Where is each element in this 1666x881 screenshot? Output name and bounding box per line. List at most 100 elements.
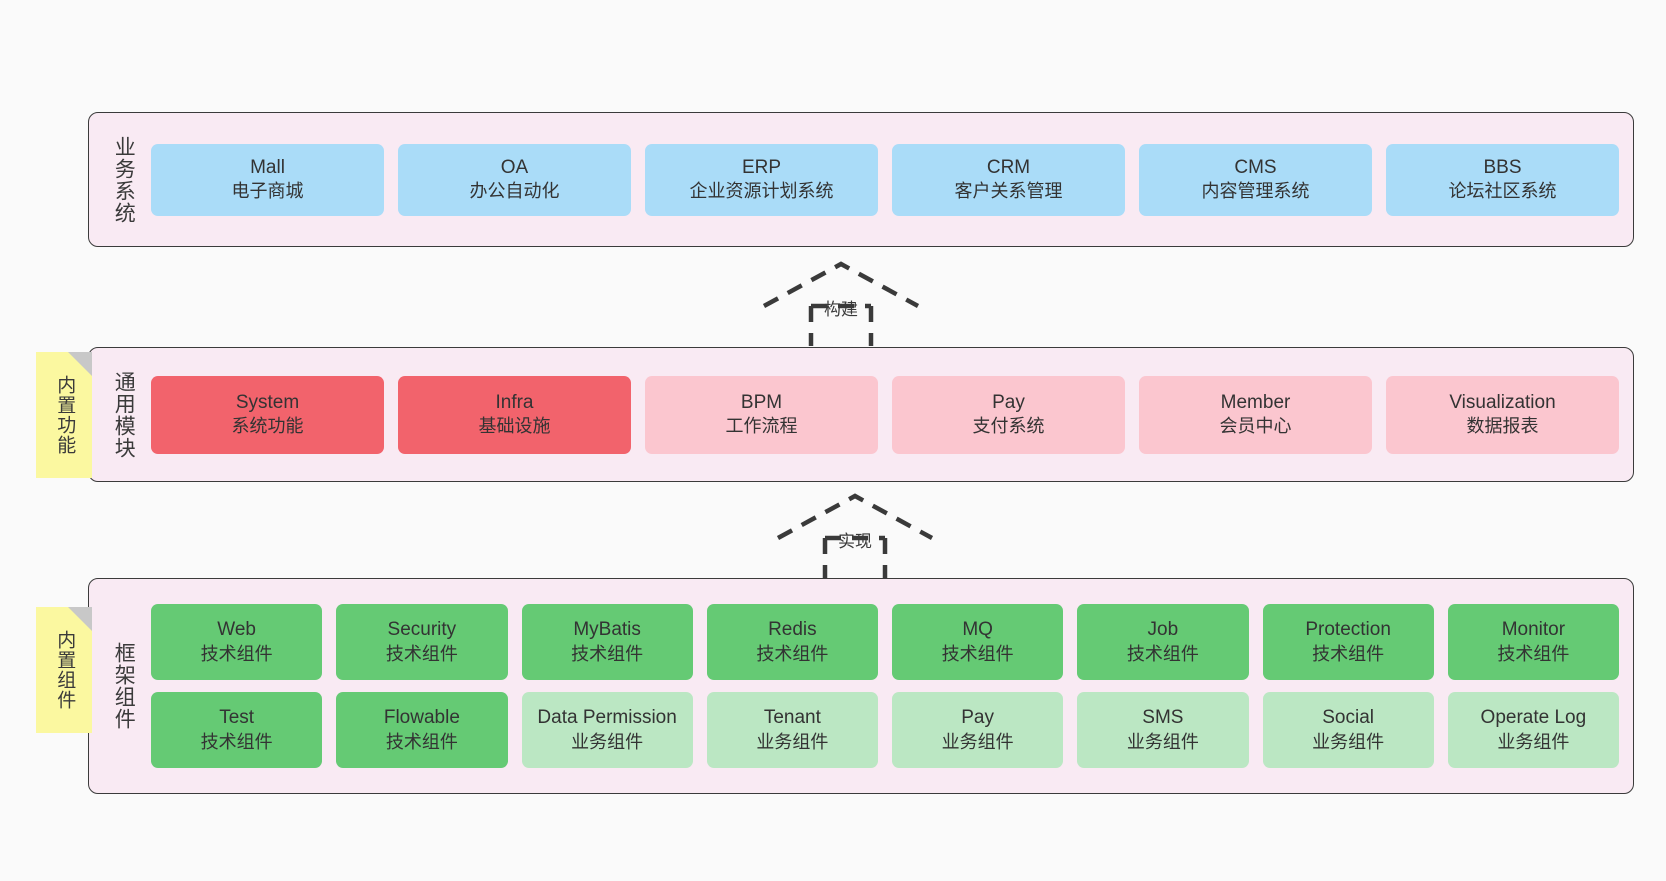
card-data-permission[interactable]: Data Permission 业务组件 — [521, 692, 693, 768]
card-monitor[interactable]: Monitor 技术组件 — [1447, 604, 1619, 680]
card-subtitle: 会员中心 — [1219, 416, 1292, 437]
card-row: Test 技术组件 Flowable 技术组件 Data Permission … — [151, 692, 1619, 768]
card-mall[interactable]: Mall 电子商城 — [151, 143, 384, 216]
card-visualization[interactable]: Visualization 数据报表 — [1386, 375, 1619, 454]
card-subtitle: 论坛社区系统 — [1448, 181, 1557, 202]
card-title: Member — [1220, 391, 1291, 413]
card-subtitle: 数据报表 — [1466, 416, 1539, 437]
card-title: Test — [219, 707, 255, 729]
card-sms[interactable]: SMS 业务组件 — [1077, 692, 1249, 768]
card-member[interactable]: Member 会员中心 — [1139, 375, 1372, 454]
layer-business-systems: 业务系统 Mall 电子商城 OA 办公自动化 ERP 企业资源计划系统 CRM… — [88, 112, 1634, 247]
folded-corner-icon — [68, 352, 92, 376]
card-title: BPM — [740, 391, 783, 413]
layer-common-modules: 通用模块 System 系统功能 Infra 基础设施 BPM 工作流程 Pay… — [88, 347, 1634, 482]
card-pay[interactable]: Pay 支付系统 — [892, 375, 1125, 454]
card-subtitle: 电子商城 — [231, 181, 304, 202]
card-operate-log[interactable]: Operate Log 业务组件 — [1447, 692, 1619, 768]
card-title: SMS — [1142, 707, 1184, 729]
card-title: Operate Log — [1480, 707, 1587, 729]
card-subtitle: 技术组件 — [1312, 643, 1385, 664]
layer-title-common-modules: 通用模块 — [112, 370, 136, 459]
sticky-note-builtin-features: 内置功能 — [36, 352, 92, 478]
card-row: System 系统功能 Infra 基础设施 BPM 工作流程 Pay 支付系统… — [151, 375, 1619, 454]
card-mybatis[interactable]: MyBatis 技术组件 — [521, 604, 693, 680]
layer-framework-components: 框架组件 Web 技术组件 Security 技术组件 MyBatis 技术组件… — [88, 578, 1634, 794]
generalization-arrow-realize: 实现 — [770, 490, 940, 580]
card-flowable[interactable]: Flowable 技术组件 — [336, 692, 508, 768]
card-protection[interactable]: Protection 技术组件 — [1262, 604, 1434, 680]
card-bpm[interactable]: BPM 工作流程 — [645, 375, 878, 454]
card-cms[interactable]: CMS 内容管理系统 — [1139, 143, 1372, 216]
card-subtitle: 系统功能 — [231, 416, 304, 437]
card-title: ERP — [741, 156, 782, 178]
card-title: MQ — [962, 619, 993, 641]
card-subtitle: 业务组件 — [571, 731, 644, 752]
card-row: Web 技术组件 Security 技术组件 MyBatis 技术组件 Redi… — [151, 604, 1619, 680]
card-infra[interactable]: Infra 基础设施 — [398, 375, 631, 454]
card-subtitle: 工作流程 — [725, 416, 798, 437]
card-job[interactable]: Job 技术组件 — [1077, 604, 1249, 680]
card-title: OA — [500, 156, 529, 178]
card-subtitle: 技术组件 — [385, 643, 458, 664]
card-tenant[interactable]: Tenant 业务组件 — [706, 692, 878, 768]
sticky-note-builtin-components: 内置组件 — [36, 607, 92, 733]
card-subtitle: 技术组件 — [941, 643, 1014, 664]
arrow-label-realize: 实现 — [838, 532, 872, 551]
card-title: Job — [1147, 619, 1179, 641]
card-title: Social — [1322, 707, 1374, 729]
card-subtitle: 业务组件 — [1126, 731, 1199, 752]
dashed-arrow-icon — [762, 261, 920, 346]
card-title: Security — [387, 619, 457, 641]
card-title: Monitor — [1501, 619, 1566, 641]
card-subtitle: 业务组件 — [941, 731, 1014, 752]
sticky-label: 内置组件 — [54, 630, 76, 710]
card-subtitle: 业务组件 — [1497, 731, 1570, 752]
card-web[interactable]: Web 技术组件 — [151, 604, 323, 680]
card-title: Infra — [495, 391, 534, 413]
card-subtitle: 技术组件 — [756, 643, 829, 664]
card-row: Mall 电子商城 OA 办公自动化 ERP 企业资源计划系统 CRM 客户关系… — [151, 143, 1619, 216]
layer-title-business-systems: 业务系统 — [112, 135, 136, 224]
card-subtitle: 业务组件 — [756, 731, 829, 752]
card-title: Tenant — [763, 707, 821, 729]
card-mq[interactable]: MQ 技术组件 — [892, 604, 1064, 680]
card-system[interactable]: System 系统功能 — [151, 375, 384, 454]
card-subtitle: 企业资源计划系统 — [689, 181, 834, 202]
layer-title-framework-components: 框架组件 — [112, 642, 136, 730]
card-erp[interactable]: ERP 企业资源计划系统 — [645, 143, 878, 216]
card-subtitle: 基础设施 — [478, 416, 551, 437]
card-title: Visualization — [1449, 391, 1556, 413]
card-subtitle: 支付系统 — [972, 416, 1045, 437]
card-redis[interactable]: Redis 技术组件 — [706, 604, 878, 680]
card-title: Pay — [992, 391, 1025, 413]
card-subtitle: 技术组件 — [1126, 643, 1199, 664]
generalization-arrow-build: 构建 — [756, 258, 926, 348]
card-title: Protection — [1305, 619, 1391, 641]
card-title: Pay — [961, 707, 994, 729]
sticky-label: 内置功能 — [54, 375, 76, 455]
card-subtitle: 技术组件 — [571, 643, 644, 664]
card-title: Flowable — [383, 707, 460, 729]
card-security[interactable]: Security 技术组件 — [336, 604, 508, 680]
card-oa[interactable]: OA 办公自动化 — [398, 143, 631, 216]
card-subtitle: 客户关系管理 — [954, 181, 1063, 202]
dashed-arrow-icon — [776, 493, 934, 578]
card-test[interactable]: Test 技术组件 — [151, 692, 323, 768]
card-pay-business[interactable]: Pay 业务组件 — [892, 692, 1064, 768]
layer-body-framework-components: Web 技术组件 Security 技术组件 MyBatis 技术组件 Redi… — [143, 589, 1619, 783]
card-subtitle: 技术组件 — [385, 731, 458, 752]
card-crm[interactable]: CRM 客户关系管理 — [892, 143, 1125, 216]
card-title: CRM — [986, 156, 1031, 178]
card-subtitle: 内容管理系统 — [1201, 181, 1310, 202]
card-bbs[interactable]: BBS 论坛社区系统 — [1386, 143, 1619, 216]
card-title: System — [235, 391, 300, 413]
layer-body-common-modules: System 系统功能 Infra 基础设施 BPM 工作流程 Pay 支付系统… — [143, 358, 1619, 471]
card-social[interactable]: Social 业务组件 — [1262, 692, 1434, 768]
arrow-label-build: 构建 — [824, 300, 858, 319]
layer-body-business-systems: Mall 电子商城 OA 办公自动化 ERP 企业资源计划系统 CRM 客户关系… — [143, 123, 1619, 236]
card-title: Mall — [250, 156, 285, 178]
card-subtitle: 技术组件 — [200, 731, 273, 752]
card-title: Data Permission — [537, 707, 677, 729]
card-title: Redis — [768, 619, 817, 641]
